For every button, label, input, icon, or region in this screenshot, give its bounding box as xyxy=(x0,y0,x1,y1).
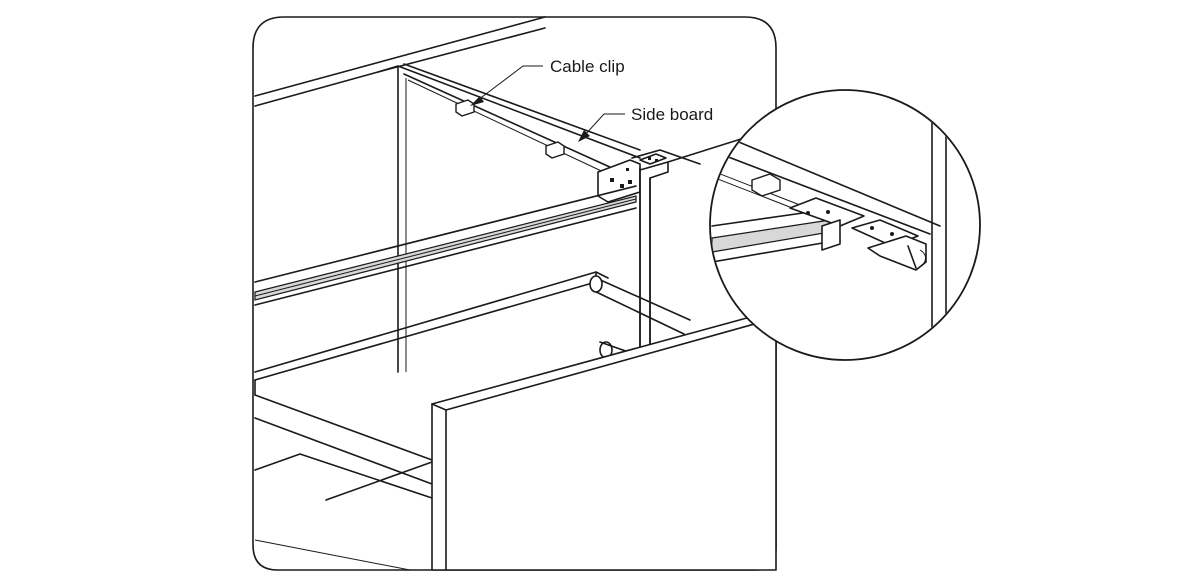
side-board-label: Side board xyxy=(631,105,713,124)
callout-cable-clip: Cable clip xyxy=(470,57,625,106)
post-top-connector xyxy=(639,153,667,165)
drawer-box xyxy=(254,271,609,571)
cable-clip-label: Cable clip xyxy=(550,57,625,76)
magnified-detail xyxy=(709,89,981,361)
led-rail xyxy=(254,185,637,306)
cable-clip-2 xyxy=(545,141,565,159)
callout-side-board: Side board xyxy=(578,105,713,142)
cable-clip-1 xyxy=(455,99,475,117)
side-board xyxy=(403,63,641,177)
cabinet-back-panel xyxy=(397,65,407,373)
rail-connector-block xyxy=(597,159,641,203)
drawer-front-panel xyxy=(431,309,777,571)
